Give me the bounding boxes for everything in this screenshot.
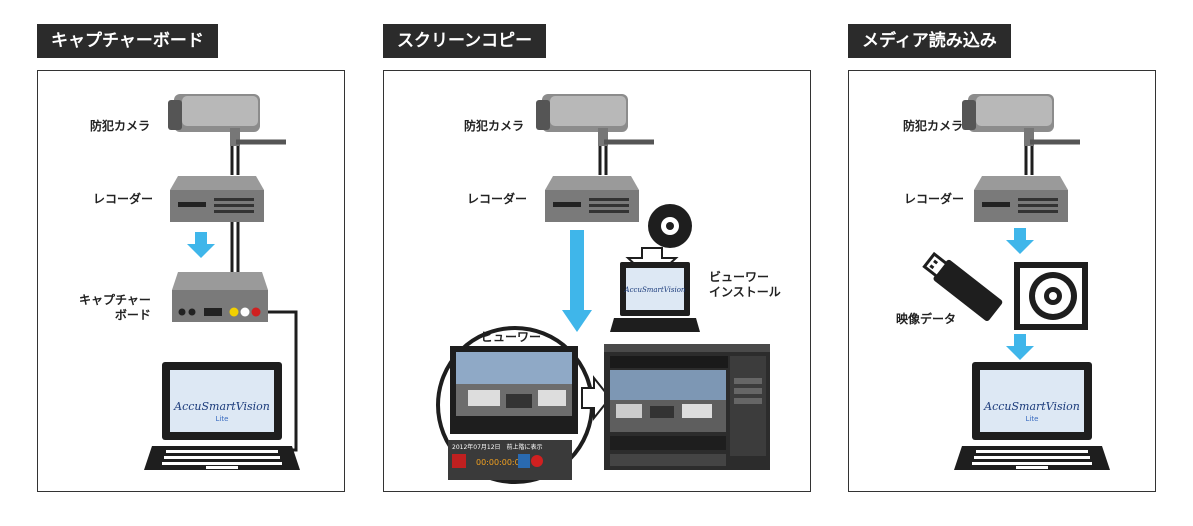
software-logo-text: AccuSmartVision <box>173 400 270 413</box>
label-camera: 防犯カメラ <box>464 119 525 133</box>
svg-text:00:00:00:00: 00:00:00:00 <box>476 458 525 467</box>
label-camera: 防犯カメラ <box>903 119 964 133</box>
cable-lines <box>230 146 298 452</box>
label-recorder: レコーダー <box>93 192 154 206</box>
magnifier-icon: 2012年07月12日 前上階に表示 00:00:00:00 <box>436 326 594 484</box>
arrow-right-icon <box>581 375 612 421</box>
label-camera: 防犯カメラ <box>90 119 151 133</box>
label-video-data: 映像データ <box>896 312 957 326</box>
label-capture-board: キャプチャー ボード <box>79 293 151 322</box>
section-title-screen-copy: スクリーンコピー <box>383 24 547 58</box>
svg-text:Lite: Lite <box>216 415 229 423</box>
security-camera-icon <box>168 94 286 146</box>
svg-text:Lite: Lite <box>1026 415 1039 423</box>
security-camera-icon <box>962 94 1080 146</box>
cable-lines <box>1024 146 1034 175</box>
svg-text:2012年07月12日 前上階に表示: 2012年07月12日 前上階に表示 <box>452 443 543 451</box>
security-camera-icon <box>536 94 654 146</box>
arrow-down-icon <box>187 232 215 258</box>
label-recorder: レコーダー <box>467 192 528 206</box>
section-title-capture-board: キャプチャーボード <box>37 24 218 58</box>
laptop-icon: AccuSmartVision <box>610 262 700 332</box>
recorder-icon <box>974 176 1068 222</box>
capture-board-icon <box>172 272 268 322</box>
section-title-media-import: メディア読み込み <box>848 24 1011 58</box>
recorder-icon <box>545 176 639 222</box>
label-recorder: レコーダー <box>904 192 965 206</box>
label-viewer: ビューワー <box>481 330 542 344</box>
laptop-icon: AccuSmartVision Lite <box>144 362 300 470</box>
svg-text:AccuSmartVision: AccuSmartVision <box>624 286 686 294</box>
arrow-down-icon <box>562 230 592 332</box>
software-logo-text: AccuSmartVision <box>983 400 1080 413</box>
viewer-window <box>604 344 770 470</box>
arrow-down-icon <box>1006 334 1034 360</box>
recorder-icon <box>170 176 264 222</box>
usb-drive-icon <box>922 251 1003 322</box>
label-viewer-install: ビューワー インストール <box>709 270 781 299</box>
laptop-icon: AccuSmartVision Lite <box>954 362 1110 470</box>
dvd-case-icon <box>1014 262 1088 330</box>
cable-lines <box>598 146 608 175</box>
disc-icon <box>648 204 692 248</box>
arrow-down-icon <box>1006 228 1034 254</box>
